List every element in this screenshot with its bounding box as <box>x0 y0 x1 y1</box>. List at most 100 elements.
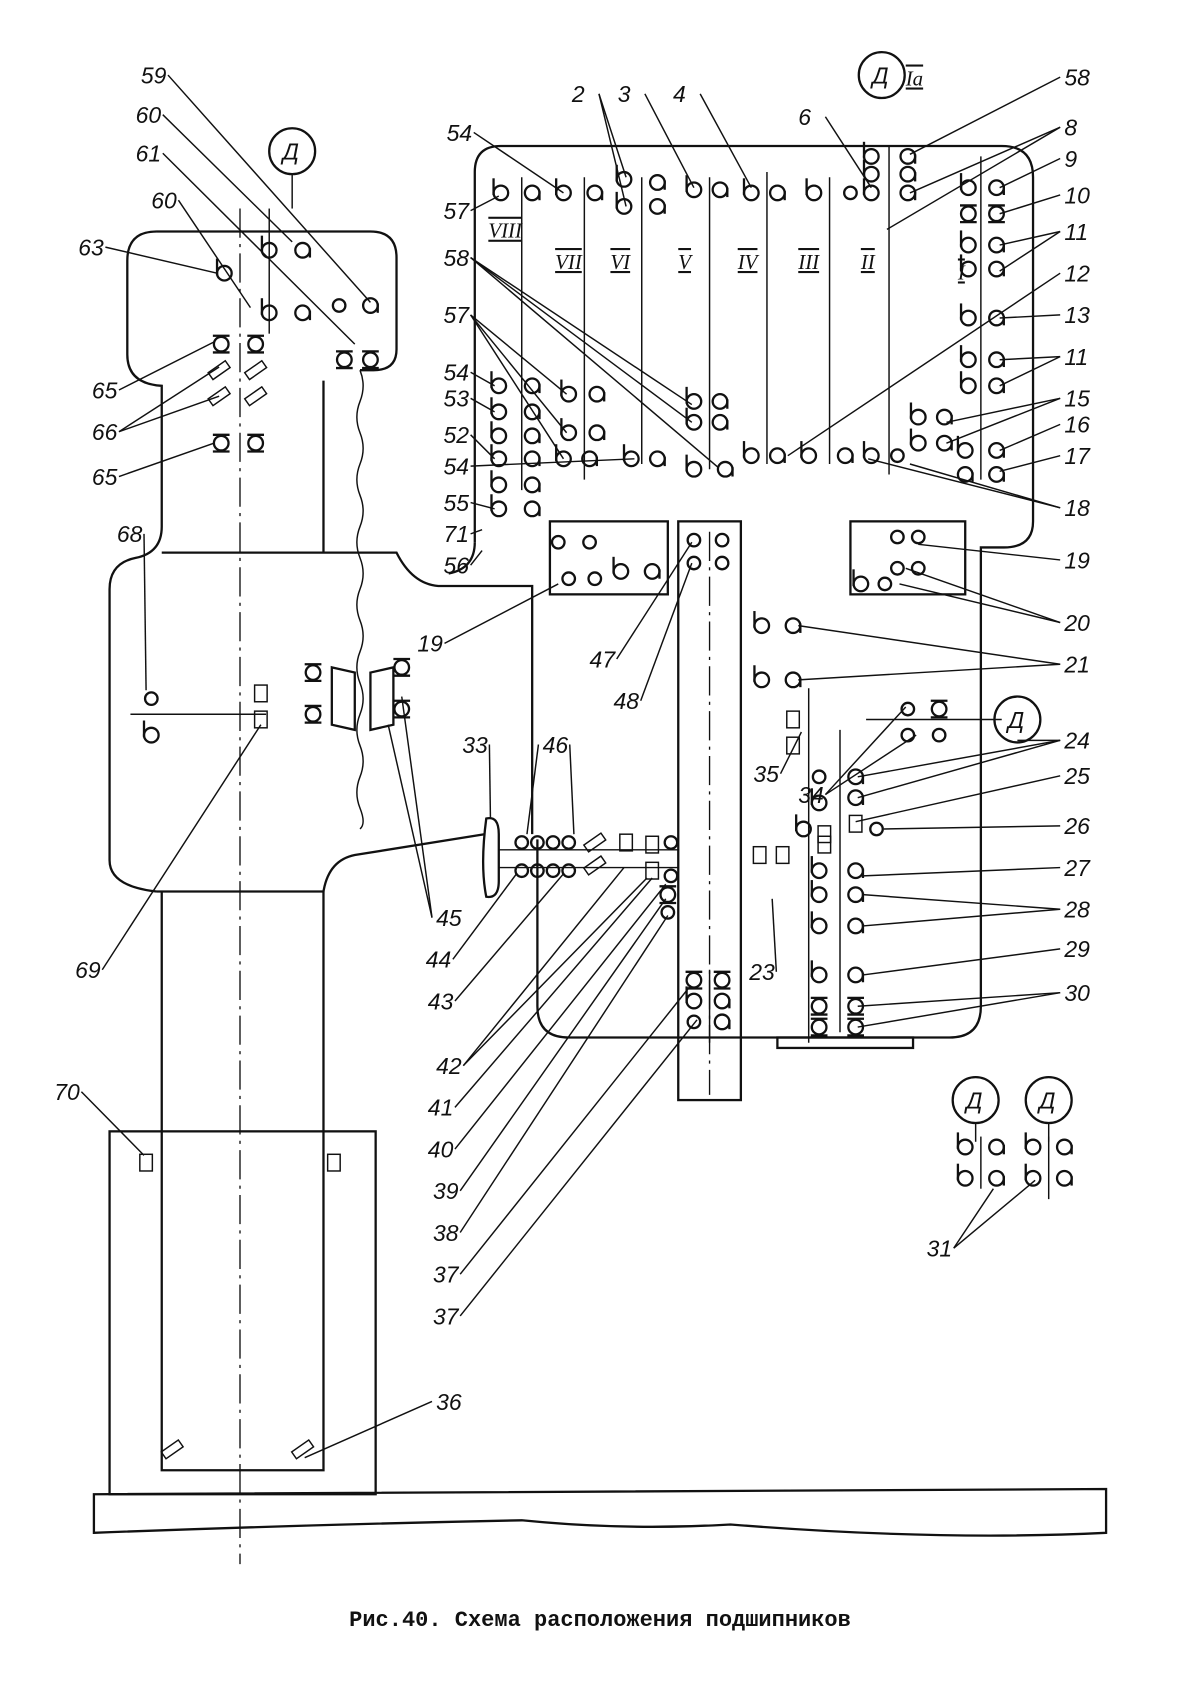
radial-bearing-icon <box>847 917 865 935</box>
callout: 18 <box>867 458 1090 521</box>
leader-line <box>918 543 1061 561</box>
radial-bearing-icon <box>988 377 1005 395</box>
callout-number: 54 <box>447 120 473 146</box>
figure-caption: Рис.40. Схема расположения подшипников <box>349 1608 851 1633</box>
callout: 6 <box>798 104 872 189</box>
radial-bearing-icon <box>959 371 977 395</box>
thrust-bearing-icon <box>713 970 731 990</box>
radial-bearing-icon <box>847 789 865 807</box>
radial-bearing-icon <box>523 403 541 421</box>
radial-bearing-icon <box>988 1138 1005 1156</box>
radial-bearing-icon <box>713 1013 731 1031</box>
leader-line <box>470 256 719 468</box>
callout-number: 53 <box>443 386 469 412</box>
leader-line <box>857 739 1061 778</box>
radial-bearing-icon <box>795 814 812 838</box>
drive-marker-icon: Д <box>951 1075 1000 1142</box>
callout: 28 <box>862 893 1090 927</box>
leader-line <box>80 1091 145 1156</box>
radial-bearing-icon <box>959 303 977 327</box>
thrust-bearing-icon <box>810 1017 828 1037</box>
callout-number: 17 <box>1064 443 1091 469</box>
callout-number: 54 <box>443 453 469 479</box>
callout-number: 68 <box>117 521 143 547</box>
callout: 11 <box>999 344 1088 387</box>
callout: 48 <box>614 562 693 714</box>
leader-line <box>999 423 1061 452</box>
callout-number: 41 <box>428 1095 454 1121</box>
callout-number: 48 <box>614 688 640 714</box>
radial-bearing-icon <box>956 465 974 483</box>
leader-line <box>798 663 1061 681</box>
callout: 26 <box>883 813 1090 839</box>
leader-line <box>999 157 1061 189</box>
callout-number: 43 <box>428 988 454 1014</box>
radial-bearing-icon <box>648 198 666 215</box>
radial-bearing-icon <box>810 960 828 984</box>
callout: 44 <box>426 873 518 973</box>
ball-bearing-icon <box>561 835 577 850</box>
vertical-slide <box>677 520 743 1102</box>
callout: 60 <box>151 188 252 309</box>
handwheel <box>482 816 500 899</box>
callout-number: 26 <box>1063 813 1090 839</box>
radial-bearing-icon <box>862 141 880 165</box>
ball-bearing-icon <box>514 863 530 879</box>
thrust-bearing-icon <box>247 433 265 453</box>
callout-number: 33 <box>462 732 488 758</box>
roller-bearing-icon <box>786 736 801 755</box>
callout: 20 <box>899 567 1090 636</box>
leader-line <box>470 195 500 212</box>
radial-bearing-icon <box>768 184 786 202</box>
body-top <box>161 551 534 835</box>
tapered-bearing-icon <box>207 385 232 407</box>
radial-bearing-icon <box>490 470 508 494</box>
leader-line <box>946 397 1061 444</box>
callout-number: 56 <box>443 553 469 579</box>
leader-line <box>459 898 667 1192</box>
callout: 53 <box>443 386 495 413</box>
leader-line <box>454 873 565 1002</box>
drive-marker-icon: Д <box>857 50 906 100</box>
leader-line <box>459 915 669 1233</box>
radial-bearing-icon <box>742 178 760 202</box>
callout-number: 66 <box>92 419 118 445</box>
radial-bearing-icon <box>711 413 729 431</box>
radial-bearing-icon <box>768 447 786 465</box>
leader-line <box>470 397 495 413</box>
shaft-mark: II <box>860 250 876 274</box>
radial-bearing-icon <box>685 407 703 431</box>
callout-number: 54 <box>443 360 469 386</box>
radial-bearing-icon <box>784 671 802 689</box>
radial-bearing-icon <box>711 393 729 410</box>
ball-bearing-icon <box>869 821 884 837</box>
ball-bearing-icon <box>545 863 561 879</box>
callout: 57 <box>443 302 568 460</box>
thrust-bearing-icon <box>685 970 703 990</box>
callout: 2 <box>571 81 627 207</box>
drive-marker-label: Д <box>869 62 888 88</box>
ball-bearing-icon <box>587 571 603 587</box>
radial-bearing-icon <box>490 371 508 395</box>
callout-number: 37 <box>433 1262 460 1288</box>
leader-line <box>857 991 1061 1028</box>
leader-line <box>824 116 872 189</box>
radial-bearing-icon <box>523 500 541 518</box>
ball-bearing-icon <box>582 534 597 550</box>
radial-bearing-icon <box>1055 1169 1073 1187</box>
leader-line <box>862 893 1061 910</box>
callout-number: 57 <box>443 198 470 224</box>
ball-bearing-icon <box>550 534 566 550</box>
radial-bearing-icon <box>361 297 379 314</box>
leader-line <box>470 501 495 510</box>
callout: 47 <box>590 541 693 672</box>
ball-bearing-icon <box>514 835 530 850</box>
drive-marker-icon: Д <box>268 127 317 209</box>
radial-bearing-icon <box>836 447 854 465</box>
radial-bearing-icon <box>586 184 604 202</box>
callout: 31 <box>927 1179 1036 1261</box>
callout-number: 29 <box>1063 936 1090 962</box>
roller-bearing-icon <box>139 1153 154 1172</box>
radial-bearing-icon <box>711 181 729 199</box>
